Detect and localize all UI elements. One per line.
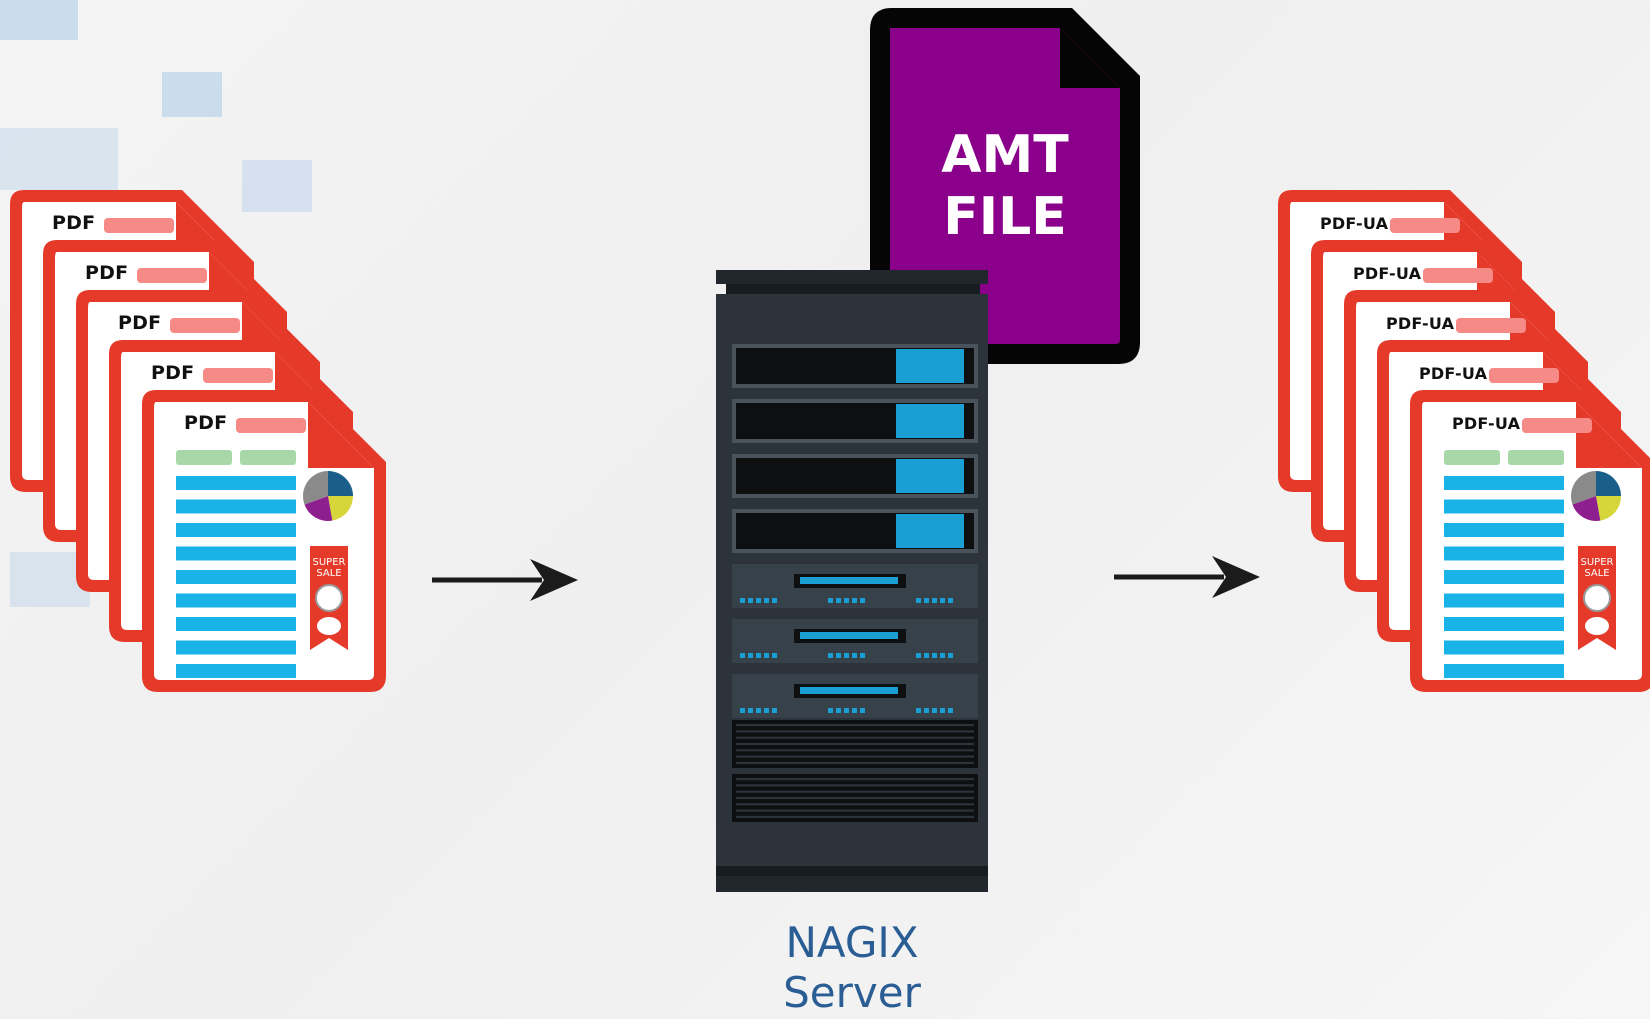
document-label: PDF (85, 262, 129, 284)
port-light (844, 708, 849, 713)
drive-light (896, 514, 964, 548)
port-light (748, 653, 753, 658)
port-light (916, 708, 921, 713)
label-highlight-bar (1456, 318, 1526, 333)
pie-slice (1596, 496, 1621, 521)
port-light (756, 653, 761, 658)
label-highlight-bar (1390, 218, 1460, 233)
server-caption-line2: Server (783, 968, 921, 1017)
background-square (0, 128, 118, 190)
pie-slice (328, 496, 353, 521)
badge-text-line1: SUPER (1581, 557, 1614, 568)
document-label: PDF-UA (1320, 214, 1389, 233)
port-light (740, 653, 745, 658)
port-light (764, 653, 769, 658)
port-light (740, 708, 745, 713)
port-light (916, 653, 921, 658)
port-light (828, 653, 833, 658)
background-square (242, 160, 312, 212)
pie-slice (328, 471, 353, 496)
port-light (932, 708, 937, 713)
port-light (772, 708, 777, 713)
port-light (764, 708, 769, 713)
port-light (948, 653, 953, 658)
amt-file-label-line1: AMT (941, 125, 1069, 185)
port-light (932, 598, 937, 603)
port-light (836, 653, 841, 658)
label-highlight-bar (1522, 418, 1592, 433)
badge-text-line2: SALE (316, 568, 341, 579)
port-light (828, 708, 833, 713)
document-label: PDF (52, 212, 96, 234)
port-light (748, 598, 753, 603)
port-light (740, 598, 745, 603)
server-caption-line1: NAGIX (785, 918, 919, 967)
port-light (756, 598, 761, 603)
port-light (836, 708, 841, 713)
pie-slice (1571, 471, 1596, 505)
port-light (924, 708, 929, 713)
server-rack-icon (716, 270, 988, 892)
port-light (852, 598, 857, 603)
port-light (948, 598, 953, 603)
drive-light (896, 404, 964, 438)
amt-file-body (890, 28, 1120, 344)
label-highlight-bar (1489, 368, 1559, 383)
port-light (772, 653, 777, 658)
port-light (940, 598, 945, 603)
document-label: PDF-UA (1386, 314, 1455, 333)
port-light (932, 653, 937, 658)
arrow-right-icon (1114, 556, 1260, 598)
drive-light (896, 459, 964, 493)
document-label: PDF-UA (1452, 414, 1521, 433)
label-highlight-bar (203, 368, 273, 383)
pie-slice (304, 496, 333, 521)
background-square (0, 0, 78, 40)
port-light (852, 708, 857, 713)
port-light (844, 653, 849, 658)
port-light (860, 598, 865, 603)
port-light (940, 708, 945, 713)
label-highlight-bar (104, 218, 174, 233)
port-light (940, 653, 945, 658)
port-light (860, 708, 865, 713)
label-highlight-bar (1423, 268, 1493, 283)
port-light (924, 653, 929, 658)
label-highlight-bar (170, 318, 240, 333)
amt-file-label-line2: FILE (943, 187, 1067, 247)
document-label: PDF (151, 362, 195, 384)
port-light (860, 653, 865, 658)
document-label: PDF (118, 312, 162, 334)
port-light (756, 708, 761, 713)
drive-light (896, 349, 964, 383)
pie-slice (1572, 496, 1601, 521)
port-light (764, 598, 769, 603)
label-highlight-bar (236, 418, 306, 433)
document-label: PDF-UA (1353, 264, 1422, 283)
port-light (948, 708, 953, 713)
pie-slice (1596, 471, 1621, 496)
background-square (162, 72, 222, 117)
port-light (828, 598, 833, 603)
label-highlight-bar (137, 268, 207, 283)
badge-text-line2: SALE (1584, 568, 1609, 579)
port-light (916, 598, 921, 603)
port-light (844, 598, 849, 603)
document-label: PDF-UA (1419, 364, 1488, 383)
arrow-right-icon (432, 559, 578, 601)
port-light (772, 598, 777, 603)
port-light (748, 708, 753, 713)
port-light (924, 598, 929, 603)
pie-slice (303, 471, 328, 505)
badge-text-line1: SUPER (313, 557, 346, 568)
port-light (836, 598, 841, 603)
document-label: PDF (184, 412, 228, 434)
port-light (852, 653, 857, 658)
